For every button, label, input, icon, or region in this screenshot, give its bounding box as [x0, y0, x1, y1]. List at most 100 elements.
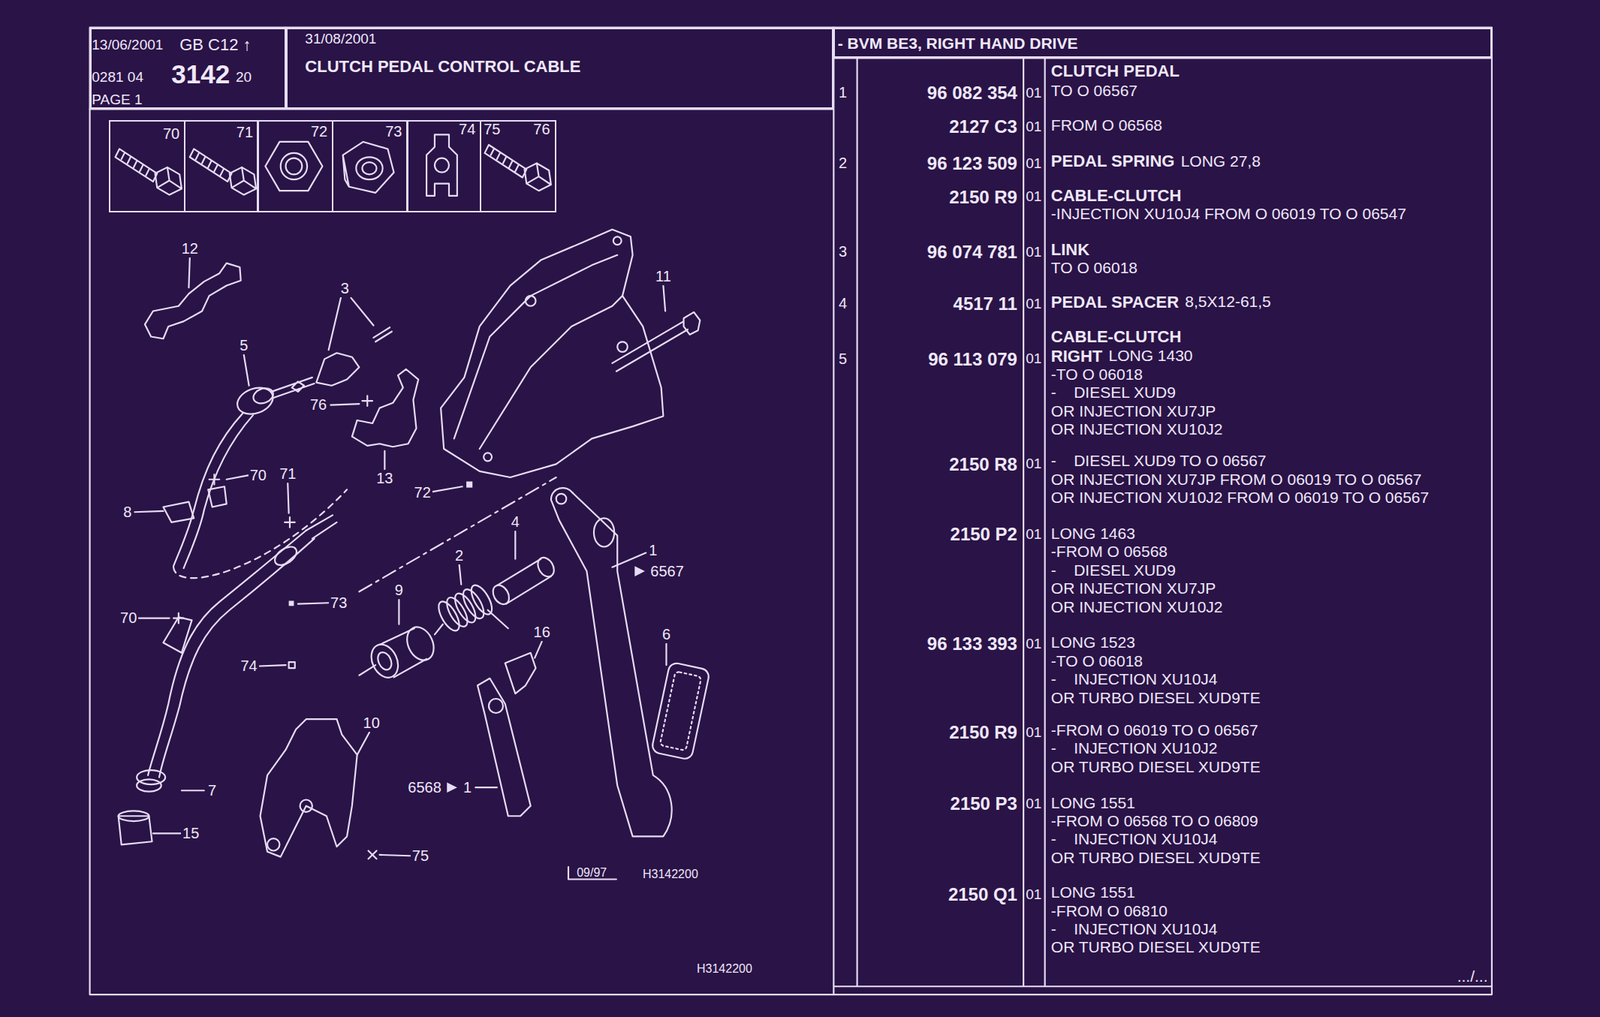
part-number: 96 082 354: [927, 82, 1018, 104]
callout-number: 6567: [648, 563, 686, 581]
clutch-cable: [316, 327, 392, 386]
pivot-parts: [442, 594, 472, 630]
part-description: LONG 1463: [1051, 524, 1136, 543]
icon-cell: 73: [331, 120, 409, 212]
part-description: - INJECTION XU10J4: [1051, 830, 1218, 849]
part-description: 8,5X12-61,5: [1184, 292, 1271, 311]
quantity-code: 01: [1025, 455, 1042, 473]
clutch-pedal: [556, 494, 567, 505]
fastener-icon: [286, 158, 303, 175]
pivot-parts: [358, 477, 556, 592]
clutch-pedal: [659, 671, 702, 751]
part-number: 2127 C3: [949, 116, 1018, 138]
part-description: LONG 27,8: [1181, 152, 1261, 171]
part-name: PEDAL SPACER: [1051, 292, 1179, 312]
part-description: LONG 1523: [1051, 633, 1136, 652]
part-description: - DIESEL XUD9: [1051, 383, 1176, 402]
clutch-cable: [118, 810, 150, 822]
header-cell: 13/06/2001GB C12 ↑0281 04314220PAGE 1: [90, 27, 287, 110]
callout-number: 15: [180, 825, 201, 843]
fastener-icon: [361, 162, 377, 175]
part-description: OR INJECTION XU10J2 FROM O 06019 TO O 06…: [1051, 488, 1429, 507]
clutch-pedal: [505, 653, 537, 694]
page-text: PAGE 1: [91, 91, 142, 109]
part-description: -INJECTION XU10J4 FROM O 06019 TO O 0654…: [1051, 204, 1407, 223]
fastener-icon: [343, 141, 395, 193]
callout-number: 10: [361, 714, 382, 733]
drawing-reference: H3142200: [696, 962, 753, 977]
part-name: LINK: [1051, 240, 1090, 260]
part-description: - INJECTION XU10J2: [1051, 739, 1218, 758]
part-description: - INJECTION XU10J4: [1051, 920, 1218, 939]
part-description: - DIESEL XUD9: [1051, 561, 1176, 580]
pedal-bracket: [525, 295, 537, 307]
pivot-parts: [497, 559, 552, 605]
group-code: 0281 04: [91, 69, 144, 86]
part-description: -FROM O 06810: [1051, 902, 1168, 921]
date-text: 31/08/2001: [304, 30, 377, 48]
part-description: -TO O 06018: [1051, 365, 1143, 384]
clutch-cable: [136, 770, 166, 785]
part-description: OR INJECTION XU10J2: [1051, 598, 1224, 617]
date-text: 13/06/2001: [91, 36, 163, 54]
part-number: 96 133 393: [927, 633, 1018, 655]
callout-number: 70: [162, 125, 180, 143]
clutch-cable: [289, 662, 296, 669]
fastener-icon: [265, 141, 323, 191]
quantity-code: 01: [1025, 350, 1042, 368]
page-title: CLUTCH PEDAL CONTROL CABLE: [304, 57, 581, 76]
callout-number: 5: [238, 337, 250, 355]
pivot-parts: [375, 650, 395, 672]
clutch-cable: [251, 385, 276, 407]
part-number: 96 113 079: [928, 349, 1018, 371]
page-frame: [90, 27, 1492, 995]
pivot-parts: [489, 582, 513, 608]
part-description: -TO O 06018: [1051, 652, 1143, 671]
fastener-icon: [155, 167, 182, 196]
clip-and-fork: [300, 800, 313, 813]
pedal-bracket: [440, 229, 700, 478]
part-name: CLUTCH PEDAL: [1051, 61, 1180, 81]
quantity-code: 01: [1025, 635, 1042, 653]
header-cell: - BVM BE3, RIGHT HAND DRIVE: [833, 27, 1492, 59]
leader-line: [446, 566, 645, 793]
fastener-icon: [434, 158, 449, 173]
pedal-bracket: [454, 255, 623, 449]
clutch-pedal: [551, 488, 672, 837]
icon-cell: 7576: [479, 120, 557, 212]
callout-number: 16: [532, 623, 552, 642]
part-name: RIGHT: [1051, 346, 1103, 366]
pedal-bracket: [483, 452, 492, 462]
pivot-parts: [534, 554, 558, 580]
quantity-code: 01: [1025, 886, 1042, 904]
clutch-cable: [162, 486, 226, 523]
callout-number: 1: [647, 542, 659, 560]
pivot-parts: [434, 610, 509, 636]
clutch-cable: [144, 263, 242, 340]
callout-number: 72: [412, 484, 433, 502]
page-frame: [90, 27, 1492, 995]
clip-and-fork: [260, 369, 419, 858]
part-description: LONG 1430: [1108, 346, 1193, 365]
callout-number: 11: [653, 268, 673, 286]
part-name: CABLE-CLUTCH: [1051, 327, 1182, 347]
drawing-reference: H3142200: [642, 867, 699, 882]
callout-number: 73: [328, 594, 349, 612]
pedal-bracket: [611, 312, 700, 372]
callout-number: 8: [121, 503, 133, 522]
callout-number: 9: [393, 581, 405, 600]
pivot-parts: [458, 586, 488, 622]
pivot-parts: [358, 477, 558, 682]
part-description: OR INJECTION XU10J2: [1051, 420, 1224, 439]
quantity-code: 01: [1025, 244, 1042, 261]
fastener-icon: [355, 156, 383, 180]
fastener-icon: [485, 144, 552, 191]
clutch-cable: [173, 412, 254, 569]
callout-number: 75: [483, 120, 501, 139]
clutch-pedal: [477, 488, 711, 837]
pedal-bracket: [613, 236, 622, 245]
header-cell: 31/08/2001CLUTCH PEDAL CONTROL CABLE: [286, 27, 835, 110]
quantity-code: 01: [1025, 795, 1042, 813]
icon-cell: 72: [256, 120, 334, 212]
callout-number: 74: [238, 657, 259, 675]
